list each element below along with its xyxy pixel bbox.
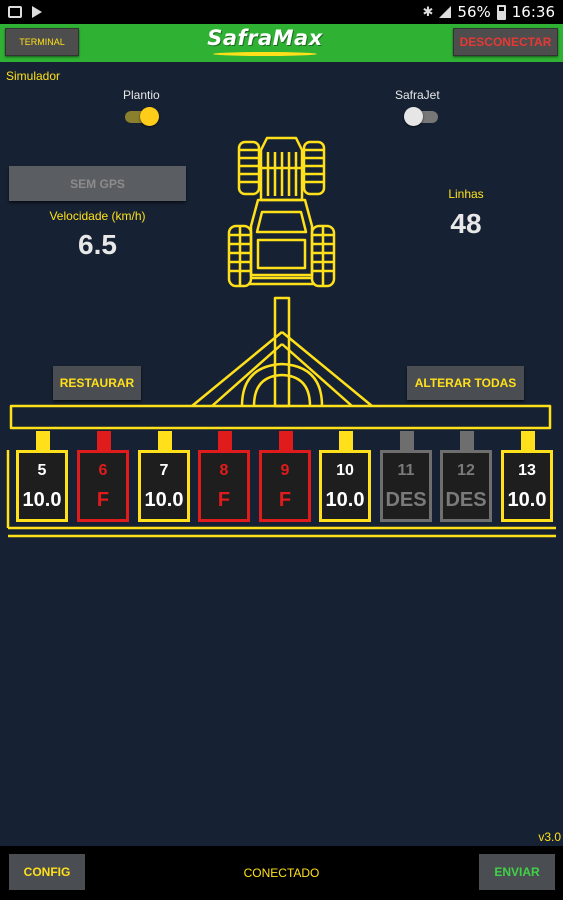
row-value: F <box>278 489 292 511</box>
row-number: 9 <box>280 462 290 479</box>
terminal-button[interactable]: TERMINAL <box>5 28 79 56</box>
switch-thumb <box>404 107 423 126</box>
row-section[interactable]: 12 DES <box>440 450 492 522</box>
drawbar <box>273 296 291 408</box>
row-section[interactable]: 6 F <box>77 450 129 522</box>
row-connectors <box>36 431 535 450</box>
safrajet-switch[interactable] <box>404 106 440 126</box>
row-number: 5 <box>37 462 47 479</box>
row-value: 10.0 <box>507 489 547 511</box>
row-number: 11 <box>397 462 415 479</box>
row-number: 12 <box>457 462 475 479</box>
row-section[interactable]: 7 10.0 <box>138 450 190 522</box>
row-number: 13 <box>518 462 536 479</box>
row-section[interactable]: 9 F <box>259 450 311 522</box>
tractor-planter-diagram <box>6 136 556 538</box>
switch-thumb <box>140 107 159 126</box>
front-left-wheel <box>237 140 261 196</box>
row-value: DES <box>385 489 427 511</box>
lines-value: 48 <box>450 208 482 239</box>
rear-right-wheel <box>310 224 336 288</box>
row-number: 8 <box>219 462 229 479</box>
row-section[interactable]: 10 10.0 <box>319 450 371 522</box>
row-value: 10.0 <box>325 489 365 511</box>
plantio-switch[interactable] <box>123 106 159 126</box>
clock: 16:36 <box>511 3 555 21</box>
version-label: v3.0 <box>538 830 561 844</box>
logo-swoosh <box>213 52 317 56</box>
row-value: F <box>96 489 110 511</box>
signal-icon <box>439 6 452 18</box>
plantio-label: Plantio <box>123 88 160 102</box>
bluetooth-icon: ✱ <box>422 4 434 20</box>
front-right-wheel <box>302 140 326 196</box>
speed-value: 6.5 <box>78 229 117 260</box>
row-section[interactable]: 11 DES <box>380 450 432 522</box>
bottom-bar: CONFIG CONECTADO ENVIAR <box>0 846 563 900</box>
restore-button[interactable]: RESTAURAR <box>53 366 141 400</box>
speed-label: Velocidade (km/h) <box>49 209 146 223</box>
row-number: 10 <box>336 462 354 479</box>
hitch-arch <box>240 362 324 407</box>
send-button[interactable]: ENVIAR <box>479 854 555 890</box>
config-button[interactable]: CONFIG <box>9 854 85 890</box>
row-value: 10.0 <box>22 489 62 511</box>
notification-icon <box>8 6 22 18</box>
planter-toolbar <box>9 404 552 430</box>
battery-icon <box>496 4 506 20</box>
logo-text: SafraMax <box>207 26 323 50</box>
play-store-icon <box>32 6 42 18</box>
status-bar: ✱ 56% 16:36 <box>0 0 563 24</box>
row-section[interactable]: 5 10.0 <box>16 450 68 522</box>
lines-label: Linhas <box>448 187 484 201</box>
app-header: TERMINAL SafraMax DESCONECTAR <box>0 24 563 62</box>
rear-left-wheel <box>227 224 253 288</box>
connection-status: CONECTADO <box>243 866 320 880</box>
row-value: 10.0 <box>144 489 184 511</box>
safra-max-logo: SafraMax <box>205 26 325 60</box>
safrajet-label: SafraJet <box>395 88 440 102</box>
row-value: DES <box>445 489 487 511</box>
simulator-label: Simulador <box>6 69 61 83</box>
battery-percent: 56% <box>457 3 491 21</box>
row-value: F <box>217 489 231 511</box>
gps-button[interactable]: SEM GPS <box>9 166 186 201</box>
row-section[interactable]: 13 10.0 <box>501 450 553 522</box>
row-number: 7 <box>159 462 169 479</box>
row-number: 6 <box>98 462 108 479</box>
row-section[interactable]: 8 F <box>198 450 250 522</box>
change-all-button[interactable]: ALTERAR TODAS <box>407 366 524 400</box>
disconnect-button[interactable]: DESCONECTAR <box>453 28 558 56</box>
